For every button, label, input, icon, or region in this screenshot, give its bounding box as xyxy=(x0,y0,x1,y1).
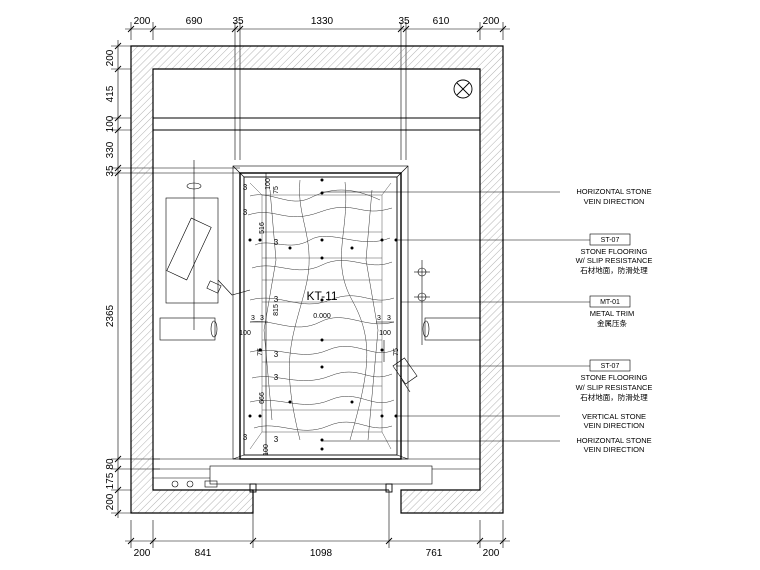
top-dimension-chain: 200 690 35 1330 35 610 200 xyxy=(125,16,510,160)
callout-stone-flooring-1: ST-07 STONE FLOORING W/ SLIP RESISTANCE … xyxy=(576,233,653,275)
callout-horizontal-vein-1: HORIZONTAL STONE VEIN DIRECTION xyxy=(576,187,651,206)
callout-1-line1: HORIZONTAL STONE xyxy=(576,187,651,196)
inner-dim-815: 815 xyxy=(273,304,280,316)
dim-top-1: 200 xyxy=(134,16,151,27)
dim-top-4: 1330 xyxy=(311,16,334,27)
callout-stone-flooring-2: ST-07 STONE FLOORING W/ SLIP RESISTANCE … xyxy=(576,359,653,402)
callout-4-code: ST-07 xyxy=(601,363,620,370)
callout-2-code: ST-07 xyxy=(601,237,620,244)
threshold xyxy=(153,458,480,493)
inner-dim-100-top: 100 xyxy=(265,178,272,190)
callout-vertical-vein: VERTICAL STONE VEIN DIRECTION xyxy=(582,412,646,430)
shower-floor: 100 75 516 815 75 666 100 100 100 75 3 3… xyxy=(232,165,409,460)
right-fixtures xyxy=(392,260,481,393)
section-mark-right: 3 xyxy=(377,315,381,322)
small-mark-8: 3 xyxy=(274,435,279,444)
dim-top-5: 35 xyxy=(398,16,410,27)
callout-5-line2: VEIN DIRECTION xyxy=(584,421,645,430)
small-mark-4: 3 xyxy=(274,295,279,304)
dim-top-3: 35 xyxy=(232,16,244,27)
floor-level: 0.000 xyxy=(313,313,331,320)
small-mark-7: 3 xyxy=(243,433,248,442)
left-fixtures xyxy=(159,160,251,341)
callout-2-line1: STONE FLOORING xyxy=(581,247,648,256)
callout-4-line2: W/ SLIP RESISTANCE xyxy=(576,383,653,392)
callout-4-cn: 石材地面，防滑处理 xyxy=(580,392,648,402)
small-mark-6: 3 xyxy=(274,373,279,382)
top-niche xyxy=(152,68,481,131)
inner-dim-100-left: 100 xyxy=(239,330,251,337)
bottom-dimension-chain: 200 841 1098 761 200 xyxy=(125,490,510,559)
section-mark-left-2: 3 xyxy=(260,315,264,322)
small-mark-3: 3 xyxy=(274,238,279,247)
dim-left-8: 80 xyxy=(105,458,116,470)
zone-title: KT-11 xyxy=(306,289,337,303)
dim-bottom-5: 200 xyxy=(483,548,500,559)
callout-5-line1: VERTICAL STONE xyxy=(582,412,646,421)
inner-dim-75-top: 75 xyxy=(273,186,280,194)
inner-dim-75-right: 75 xyxy=(393,348,400,356)
callout-horizontal-vein-2: HORIZONTAL STONE VEIN DIRECTION xyxy=(576,436,651,454)
callout-2-cn: 石材地面，防滑处理 xyxy=(580,265,648,275)
callout-3-code: MT-01 xyxy=(600,299,620,306)
inner-dim-100-bottom: 100 xyxy=(263,444,270,456)
dim-bottom-3: 1098 xyxy=(310,548,333,559)
dim-bottom-2: 841 xyxy=(195,548,212,559)
callout-3-line1: METAL TRIM xyxy=(590,309,634,318)
dim-left-9: 200 xyxy=(105,493,116,510)
dim-left-2: 415 xyxy=(105,85,116,102)
callout-metal-trim: MT-01 METAL TRIM 金属压条 xyxy=(589,295,634,328)
small-mark-5: 3 xyxy=(274,350,279,359)
dim-left-6: 2365 xyxy=(105,304,116,327)
callout-1-line2: VEIN DIRECTION xyxy=(584,197,645,206)
inner-dim-666: 666 xyxy=(259,392,266,404)
left-dimension-chain: 200 415 100 330 35 2365 175 80 200 xyxy=(105,40,240,518)
callout-4-line1: STONE FLOORING xyxy=(581,373,648,382)
dim-top-2: 690 xyxy=(186,16,203,27)
inner-dim-100-right: 100 xyxy=(379,330,391,337)
inner-dim-75-mid: 75 xyxy=(257,348,264,356)
section-mark-left: 3 xyxy=(251,315,255,322)
section-mark-right-2: 3 xyxy=(387,315,391,322)
dim-bottom-4: 761 xyxy=(426,548,443,559)
leader-lines xyxy=(322,191,590,442)
dim-left-3: 100 xyxy=(105,115,116,132)
dim-bottom-1: 200 xyxy=(134,548,151,559)
dim-top-6: 610 xyxy=(433,16,450,27)
dim-top-7: 200 xyxy=(483,16,500,27)
inner-dim-516: 516 xyxy=(259,222,266,234)
dim-left-4: 330 xyxy=(105,141,116,158)
small-mark-2: 3 xyxy=(243,208,248,217)
dim-left-1: 200 xyxy=(105,49,116,66)
callout-6-line2: VEIN DIRECTION xyxy=(584,445,645,454)
callout-2-line2: W/ SLIP RESISTANCE xyxy=(576,256,653,265)
small-mark-1: 3 xyxy=(243,183,248,192)
callout-3-cn: 金属压条 xyxy=(597,318,627,328)
callout-6-line1: HORIZONTAL STONE xyxy=(576,436,651,445)
floor-drain-icon xyxy=(453,79,473,99)
dim-left-7: 175 xyxy=(105,472,116,489)
dim-left-5: 35 xyxy=(105,165,116,177)
